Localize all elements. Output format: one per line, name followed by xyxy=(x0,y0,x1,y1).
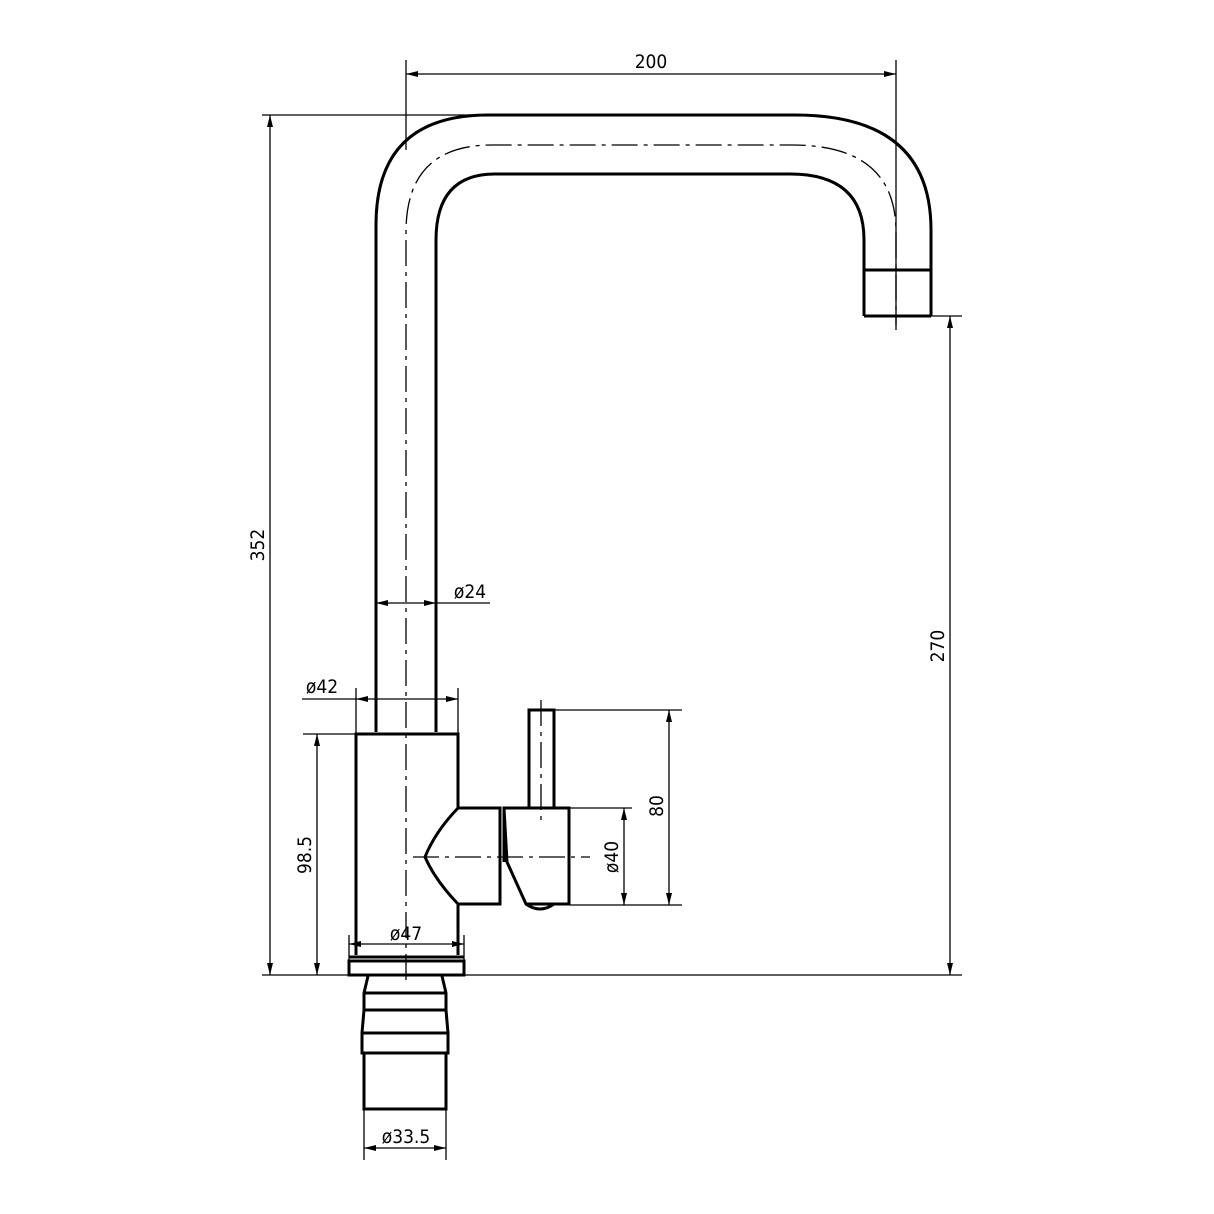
handle-assembly xyxy=(413,700,590,911)
dim-label-hub-diameter: ø40 xyxy=(601,841,623,873)
dim-label-base-diameter: ø47 xyxy=(390,923,422,945)
mounting-shank xyxy=(360,975,450,1111)
faucet-body xyxy=(354,732,460,955)
dim-label-outlet-height: 270 xyxy=(927,630,949,663)
dim-label-total-height: 352 xyxy=(247,529,269,562)
dim-label-shank-diameter: ø33.5 xyxy=(382,1126,431,1148)
spout-tube xyxy=(374,113,933,980)
dimension-lines xyxy=(267,71,953,1151)
extension-lines xyxy=(262,60,962,1160)
dim-label-handle-height: 80 xyxy=(646,795,668,817)
dim-label-body-height: 98.5 xyxy=(294,836,316,874)
spout-aerator xyxy=(864,268,931,318)
dim-label-spout-reach: 200 xyxy=(635,51,668,73)
dim-label-tube-diameter: ø24 xyxy=(454,581,486,603)
dim-label-body-upper-diameter: ø42 xyxy=(306,676,338,698)
